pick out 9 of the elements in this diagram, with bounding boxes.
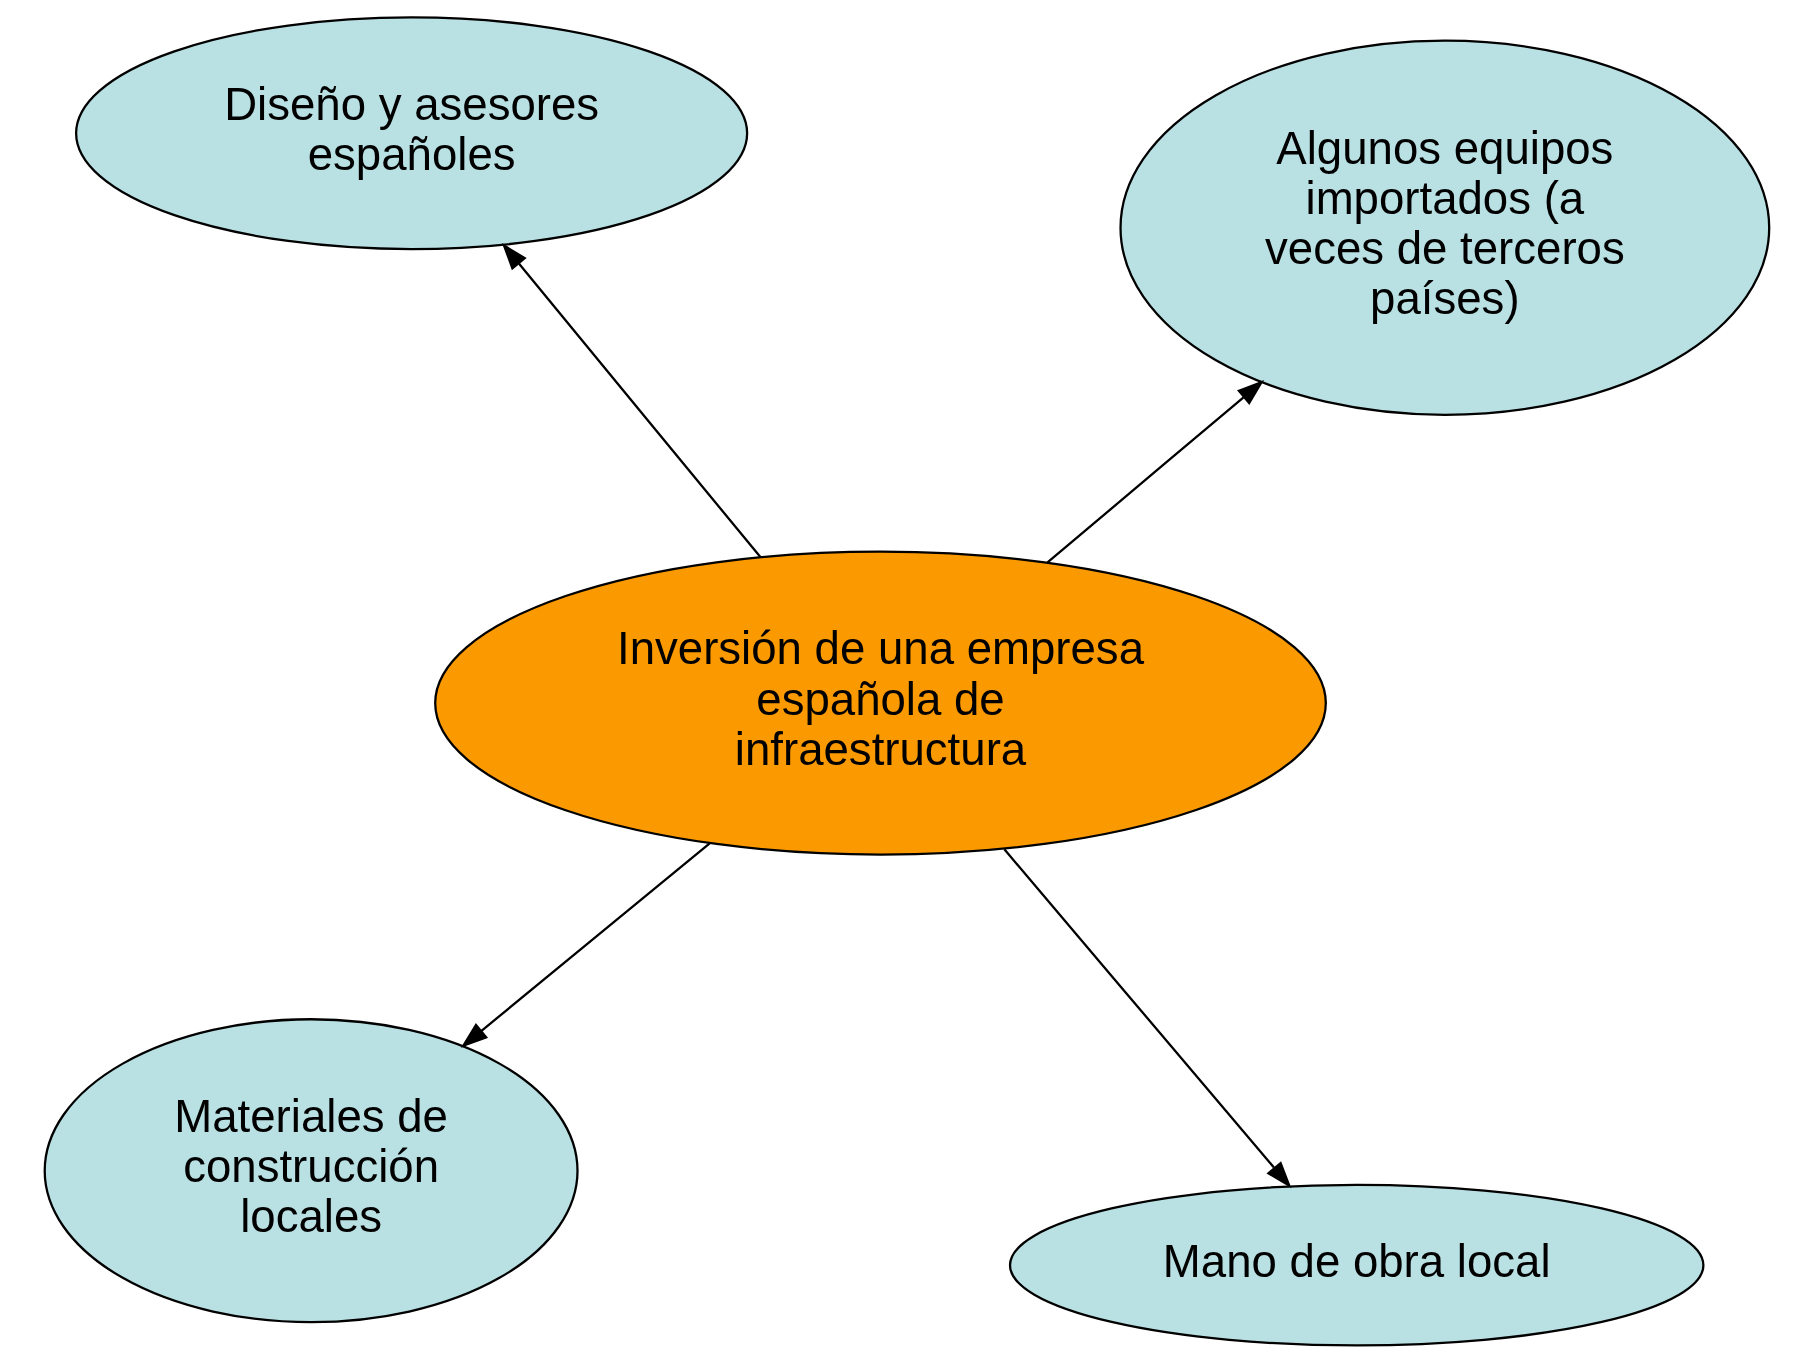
node-ellipse: Mano de obra local	[1008, 1183, 1705, 1347]
node-ellipse: Inversión de una empresa española de infraestructura	[434, 550, 1327, 856]
arrow	[460, 842, 711, 1048]
arrow	[501, 242, 762, 558]
node-ellipse: Algunos equipos importados (a veces de terceros países)	[1119, 39, 1771, 416]
arrow	[1003, 848, 1292, 1189]
node-ellipse: Diseño y asesores españoles	[75, 16, 749, 251]
node-ellipse: Materiales de construcción locales	[43, 1018, 579, 1324]
arrow	[1046, 379, 1265, 564]
